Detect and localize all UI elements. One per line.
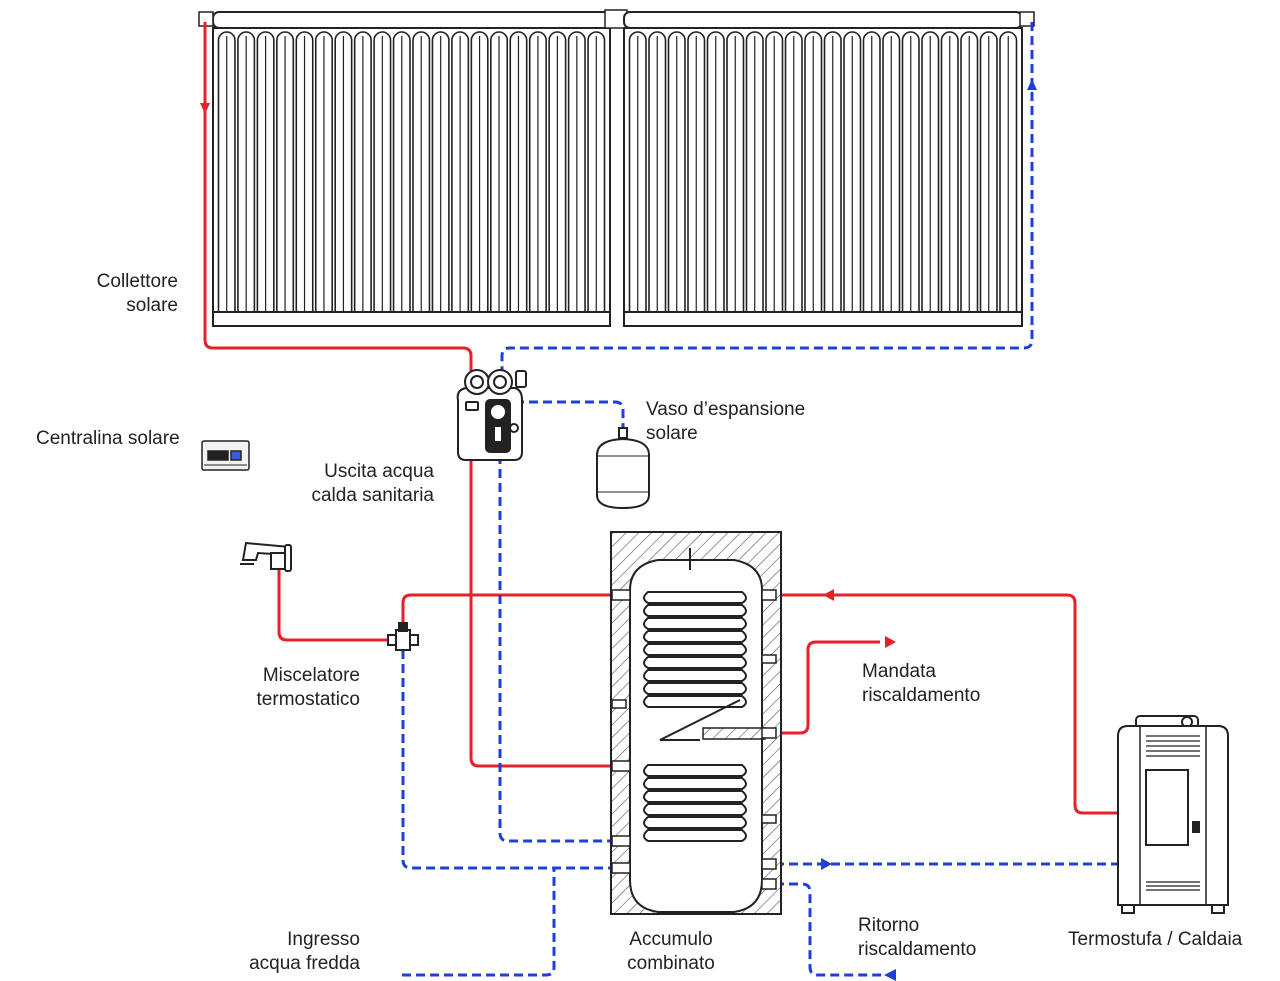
solar-collector-right: [623, 11, 1035, 327]
coil-loop: [643, 630, 747, 643]
label-line: Ingresso: [287, 929, 360, 950]
coil-loop: [643, 777, 747, 790]
label-uscita-acqua: Uscita acqua calda sanitaria: [240, 460, 434, 508]
label-centralina-solare: Centralina solare: [36, 428, 180, 449]
collector-header: [623, 11, 1023, 29]
label-line: Accumulo: [629, 929, 713, 950]
label-line: Vaso d’espansione: [646, 399, 806, 420]
coil-loop: [643, 682, 747, 695]
label-line: Collettore: [96, 271, 178, 292]
label-line: calda sanitaria: [311, 485, 434, 506]
coil-loop: [643, 829, 747, 842]
coil-loop: [643, 617, 747, 630]
label-line: termostatico: [256, 689, 360, 710]
label-line: Mandata: [862, 661, 936, 682]
coil-loop: [643, 695, 747, 708]
thermostatic-mixer: [387, 622, 419, 651]
stove-boiler-icon: [1117, 715, 1229, 914]
cold-arrows: [821, 79, 1037, 981]
coil-loop: [643, 669, 747, 682]
label-line: riscaldamento: [862, 685, 981, 706]
coil-loop: [643, 803, 747, 816]
coil-loop: [643, 816, 747, 829]
hot-pipes: [203, 22, 1118, 815]
label-line: riscaldamento: [858, 939, 977, 960]
label-line: Miscelatore: [262, 665, 360, 686]
label-termostufa: Termostufa / Caldaia: [1068, 929, 1243, 950]
solar-pump-station: [456, 369, 527, 461]
solar-collector-left: [198, 9, 628, 327]
coil-connector: [659, 699, 741, 741]
label-ritorno: Ritorno riscaldamento: [858, 914, 976, 962]
label-ingresso: Ingresso acqua fredda: [200, 928, 360, 976]
label-line: acqua fredda: [249, 953, 360, 974]
solar-controller-icon: [201, 440, 250, 471]
label-mandata: Mandata riscaldamento: [862, 660, 980, 708]
faucet-icon: [240, 541, 292, 572]
coil-loop: [643, 764, 747, 777]
coil-loop: [643, 643, 747, 656]
label-line: solare: [646, 423, 698, 444]
label-line: Ritorno: [858, 915, 920, 936]
expansion-vessel: [596, 427, 650, 510]
cold-pipes: [401, 22, 1118, 977]
coil-loop: [643, 591, 747, 604]
label-line: combinato: [627, 953, 715, 974]
coil-loop: [643, 790, 747, 803]
collector-footer: [212, 311, 611, 327]
label-collettore-solare: Collettore solare: [40, 270, 178, 318]
label-line: Uscita acqua: [324, 461, 434, 482]
coil-loop: [643, 604, 747, 617]
collector-header: [212, 11, 611, 29]
label-miscelatore: Miscelatore termostatico: [200, 664, 360, 712]
coil-loop: [643, 656, 747, 669]
label-accumulo: Accumulo combinato: [606, 928, 736, 976]
collector-footer: [623, 311, 1023, 327]
label-vaso-espansione: Vaso d’espansione solare: [646, 398, 805, 446]
hot-arrows: [200, 103, 896, 648]
combined-storage-tank: [610, 531, 782, 915]
label-line: solare: [126, 295, 178, 316]
